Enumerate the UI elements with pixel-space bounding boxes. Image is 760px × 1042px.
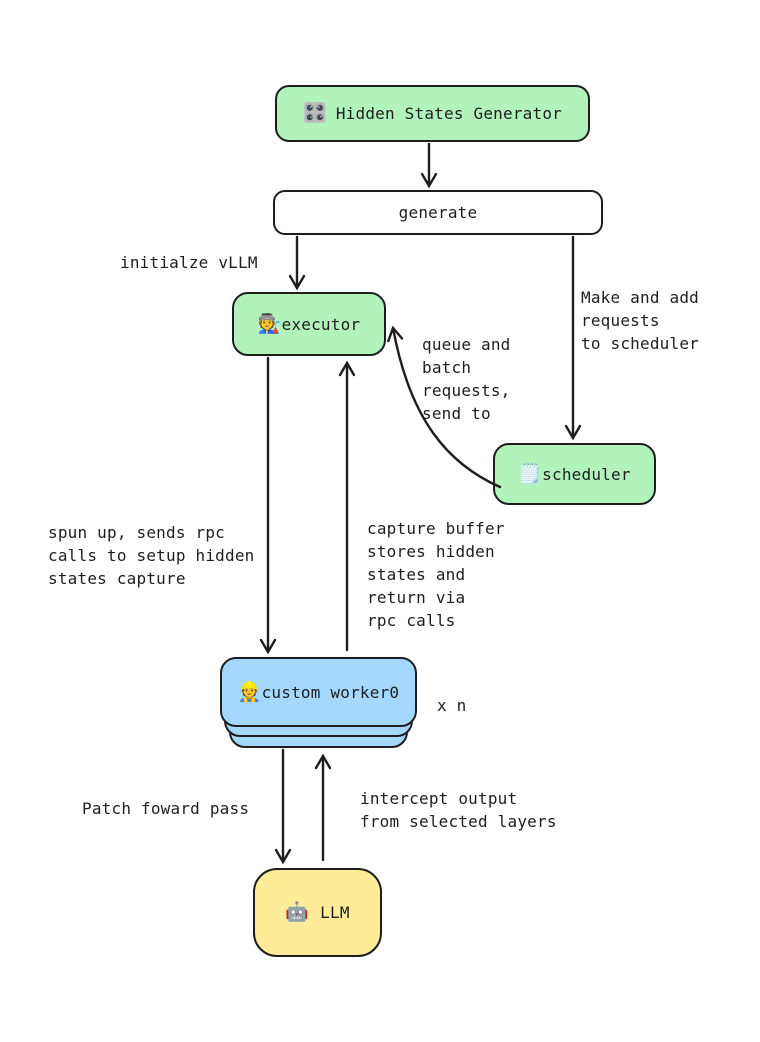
factory-worker-icon: 🧑‍🏭 (257, 312, 282, 335)
node-generate: generate (273, 190, 603, 235)
node-scheduler: 🗒️ scheduler (493, 443, 656, 505)
spiral-notepad-icon: 🗒️ (518, 462, 543, 485)
node-executor: 🧑‍🏭 executor (232, 292, 386, 356)
node-hidden-states-generator: 🎛️ Hidden States Generator (275, 85, 590, 142)
construction-worker-icon: 👷 (237, 680, 262, 703)
node-hidden-states-generator-label: Hidden States Generator (335, 104, 562, 123)
label-initialize-vllm: initialze vLLM (120, 253, 258, 272)
node-generate-label: generate (398, 203, 478, 222)
label-patch-forward-pass: Patch foward pass (82, 799, 250, 818)
worker-count-label: x n (437, 696, 467, 715)
node-executor-label: executor (281, 314, 361, 334)
node-llm: 🤖 LLM (253, 868, 382, 957)
control-knobs-icon: 🎛️ (302, 102, 327, 124)
robot-icon: 🤖 (285, 901, 310, 923)
label-make-add-requests: Make and add requests to scheduler (581, 288, 699, 353)
node-scheduler-label: scheduler (542, 464, 631, 484)
label-spun-up-rpc: spun up, sends rpc calls to setup hidden… (48, 523, 255, 588)
node-llm-label: LLM (320, 903, 350, 922)
label-intercept-output: intercept output from selected layers (360, 789, 557, 831)
label-capture-buffer: capture buffer stores hidden states and … (367, 519, 505, 630)
label-queue-batch-requests: queue and batch requests, send to (422, 335, 511, 423)
node-custom-worker: 👷 custom worker0 (220, 657, 417, 727)
node-custom-worker-label: custom worker0 (261, 682, 400, 702)
